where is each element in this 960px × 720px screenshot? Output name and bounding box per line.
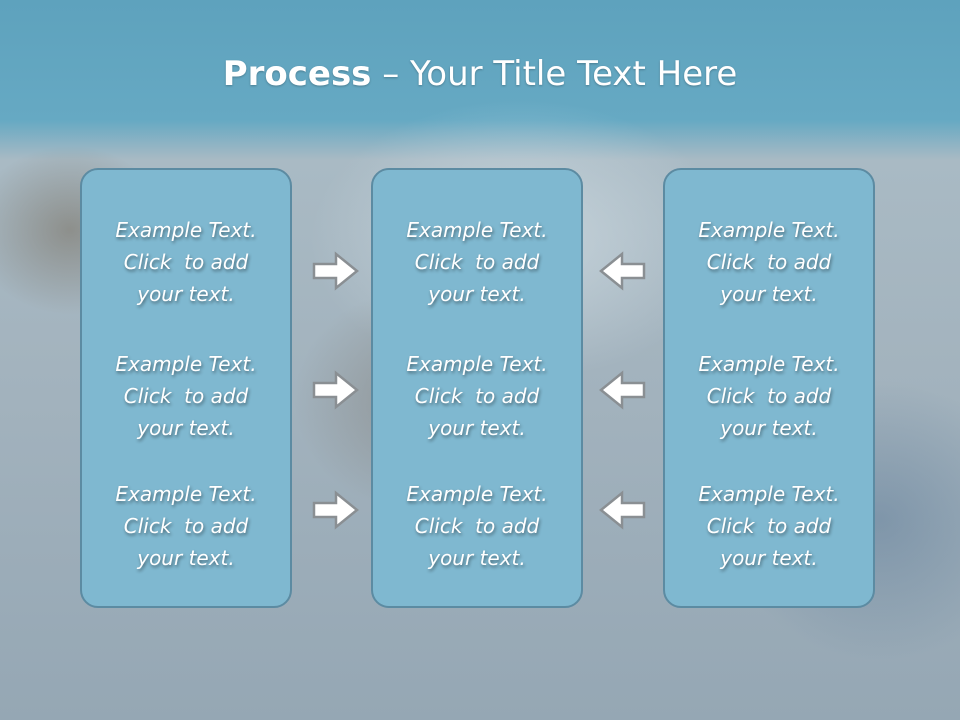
title-bold-part: Process (222, 54, 372, 94)
process-box-left[interactable]: Example Text. Click to add your text. Ex… (80, 168, 292, 608)
title-rest-part: – Your Title Text Here (371, 54, 738, 94)
text-placeholder[interactable]: Example Text. Click to add your text. (406, 218, 548, 306)
right-arrow-icon (312, 251, 359, 291)
text-placeholder[interactable]: Example Text. Click to add your text. (698, 352, 840, 440)
slide-title[interactable]: Process – Your Title Text Here (0, 52, 960, 96)
left-arrow-icon (599, 490, 646, 530)
process-box-center[interactable]: Example Text. Click to add your text. Ex… (371, 168, 583, 608)
text-placeholder[interactable]: Example Text. Click to add your text. (698, 482, 840, 570)
text-placeholder[interactable]: Example Text. Click to add your text. (115, 218, 257, 306)
text-placeholder[interactable]: Example Text. Click to add your text. (698, 218, 840, 306)
process-box-right[interactable]: Example Text. Click to add your text. Ex… (663, 168, 875, 608)
text-placeholder[interactable]: Example Text. Click to add your text. (406, 482, 548, 570)
right-arrow-icon (312, 370, 359, 410)
text-placeholder[interactable]: Example Text. Click to add your text. (406, 352, 548, 440)
left-arrow-icon (599, 251, 646, 291)
right-arrow-icon (312, 490, 359, 530)
text-placeholder[interactable]: Example Text. Click to add your text. (115, 482, 257, 570)
text-placeholder[interactable]: Example Text. Click to add your text. (115, 352, 257, 440)
left-arrow-icon (599, 370, 646, 410)
